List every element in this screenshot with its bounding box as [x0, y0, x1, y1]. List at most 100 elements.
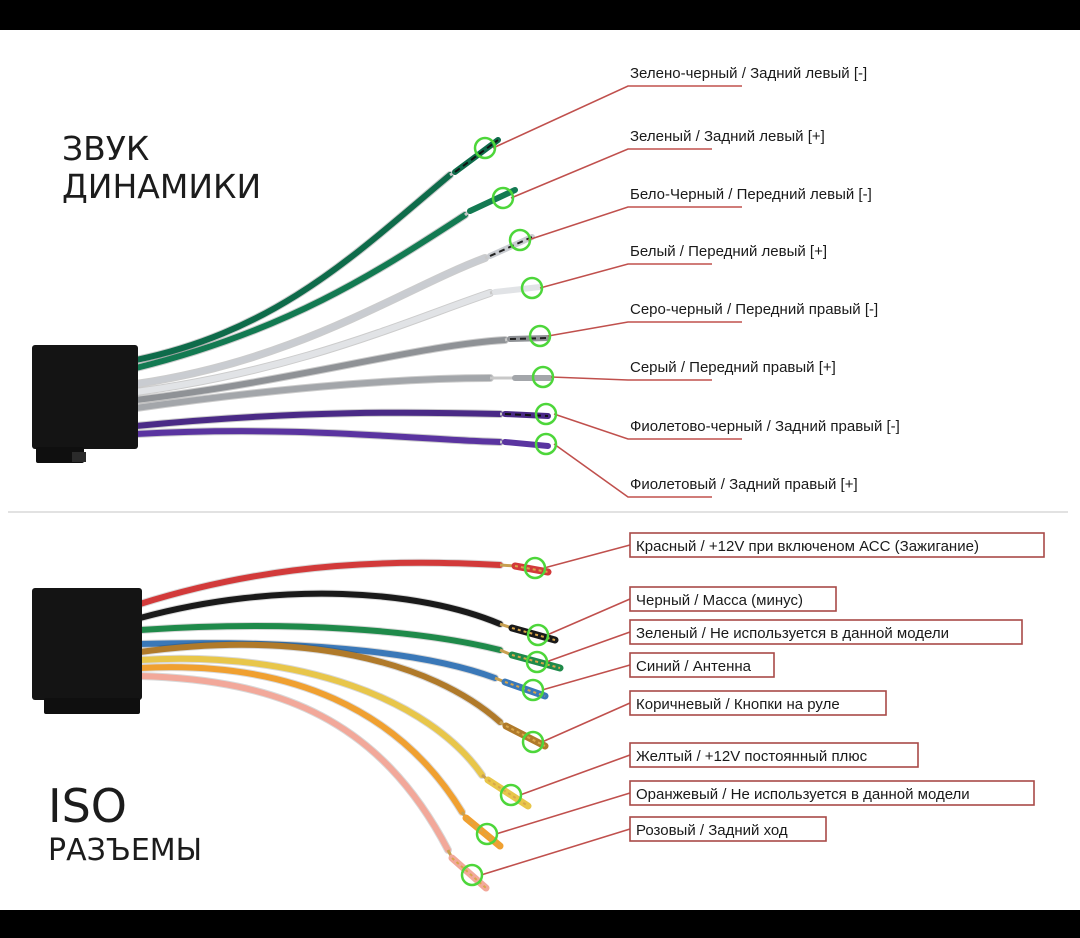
speaker-markers: [473, 136, 558, 456]
iso-wire-label: Черный / Масса (минус): [636, 592, 803, 609]
diagram-panel: [0, 30, 1080, 910]
iso-wire-terminal: [451, 857, 487, 889]
speaker-wire: [133, 212, 468, 371]
speaker-wire: [133, 290, 493, 395]
speaker-marker-circle: [473, 136, 497, 160]
speaker-wire: [133, 255, 488, 387]
speaker-connector: [32, 345, 138, 463]
speaker-title-line1: ЗВУК: [62, 129, 149, 168]
speaker-leader-line: [510, 148, 712, 199]
speaker-wire: [133, 172, 453, 363]
iso-wire-terminal: [511, 654, 561, 669]
speaker-wire-label: Зеленый / Задний левый [+]: [630, 128, 825, 145]
speaker-wire-stripe: [504, 413, 549, 417]
speaker-wire-stripe: [509, 337, 549, 340]
speaker-wire-label: Фиолетово-черный / Задний правый [-]: [630, 418, 900, 435]
speaker-wire-label: Серый / Передний правый [+]: [630, 359, 836, 376]
speaker-leader-line: [492, 85, 742, 149]
speaker-leader-lines: [492, 85, 742, 498]
speaker-wire-label: Зелено-черный / Задний левый [-]: [630, 65, 867, 82]
iso-label-box: [629, 586, 837, 612]
speaker-wire: [133, 409, 503, 429]
iso-marker-circle: [523, 556, 547, 580]
speaker-marker-circle: [534, 402, 558, 426]
speaker-wire-label: Бело-Черный / Передний левый [-]: [630, 186, 872, 203]
speaker-leader-line: [550, 376, 712, 381]
iso-marker-circle: [475, 822, 499, 846]
iso-wire-terminal: [487, 779, 529, 807]
iso-wire-label: Зеленый / Не используется в данной модел…: [636, 625, 949, 642]
speaker-wire-tip: [502, 439, 551, 449]
iso-leader-line: [541, 664, 631, 691]
speaker-leader-line: [547, 321, 742, 337]
iso-marker-circle: [525, 650, 549, 674]
iso-connector-body: [32, 588, 142, 700]
iso-leader-line: [543, 544, 631, 569]
iso-wire-label: Синий / Антенна: [636, 658, 752, 675]
speaker-marker-circle: [531, 365, 555, 389]
iso-wire-terminal: [504, 681, 546, 697]
speaker-marker-circle: [508, 228, 532, 252]
iso-wire: [137, 655, 485, 778]
iso-wire-label: Оранжевый / Не используется в данной мод…: [636, 786, 970, 803]
iso-wire: [137, 590, 503, 627]
speaker-leader-line: [527, 206, 742, 241]
iso-label-box: [629, 619, 1023, 645]
speaker-connector-latch: [72, 452, 86, 462]
speaker-leader-line: [553, 443, 712, 498]
iso-wire: [137, 641, 503, 725]
iso-label-box: [629, 690, 887, 716]
iso-title-line1: ISO: [48, 779, 127, 833]
iso-wire-label: Желтый / +12V постоянный плюс: [636, 748, 868, 765]
iso-label-boxes: Красный / +12V при включеном АСС (Зажига…: [629, 532, 1045, 842]
speaker-marker-circle: [520, 276, 544, 300]
iso-label-box: [629, 780, 1035, 806]
iso-connector-tab: [44, 698, 140, 714]
iso-wire: [137, 664, 465, 815]
speaker-wire: [133, 337, 508, 403]
iso-label-box: [629, 532, 1045, 558]
iso-marker-circle: [521, 678, 545, 702]
iso-connector: [32, 588, 142, 714]
iso-leader-lines: [480, 544, 631, 876]
speaker-wire-label: Фиолетовый / Задний правый [+]: [630, 476, 858, 493]
speaker-leader-line: [553, 413, 742, 440]
iso-wire-terminal: [505, 725, 546, 747]
iso-leader-line: [545, 631, 631, 663]
iso-marker-circle: [521, 730, 545, 754]
iso-marker-circle: [526, 623, 550, 647]
iso-wires: [136, 558, 564, 892]
iso-leader-line: [546, 598, 631, 636]
speaker-marker-circle: [491, 186, 515, 210]
iso-leader-line: [480, 828, 631, 876]
speaker-title-line2: ДИНАМИКИ: [62, 167, 261, 206]
iso-wire-tip: [511, 562, 552, 576]
iso-leader-line: [495, 792, 631, 835]
iso-wire-label: Розовый / Задний ход: [636, 822, 788, 839]
speaker-wire-label: Белый / Передний левый [+]: [630, 243, 827, 260]
speaker-connector-body: [32, 345, 138, 449]
speaker-wire-label: Серо-черный / Передний правый [-]: [630, 301, 878, 318]
iso-wire-label: Коричневый / Кнопки на руле: [636, 696, 840, 713]
iso-leader-line: [519, 754, 631, 796]
speaker-wire: [133, 375, 493, 411]
iso-marker-circle: [460, 863, 484, 887]
iso-label-box: [629, 742, 919, 768]
iso-wire: [137, 623, 503, 653]
speaker-marker-circle: [534, 432, 558, 456]
speaker-wire-stripe: [454, 139, 499, 173]
iso-markers: [460, 556, 550, 887]
iso-label-box: [629, 816, 827, 842]
speaker-leader-line: [539, 263, 712, 289]
iso-title-line2: РАЗЪЕМЫ: [48, 833, 202, 868]
iso-wire: [137, 673, 451, 853]
iso-leader-line: [541, 702, 631, 743]
speaker-wire: [133, 428, 503, 445]
iso-label-box: [629, 652, 775, 678]
iso-marker-circle: [499, 783, 523, 807]
speaker-marker-circle: [528, 324, 552, 348]
speaker-wire-tip: [492, 284, 543, 295]
iso-wire: [137, 559, 503, 607]
speaker-wires: [132, 137, 553, 449]
